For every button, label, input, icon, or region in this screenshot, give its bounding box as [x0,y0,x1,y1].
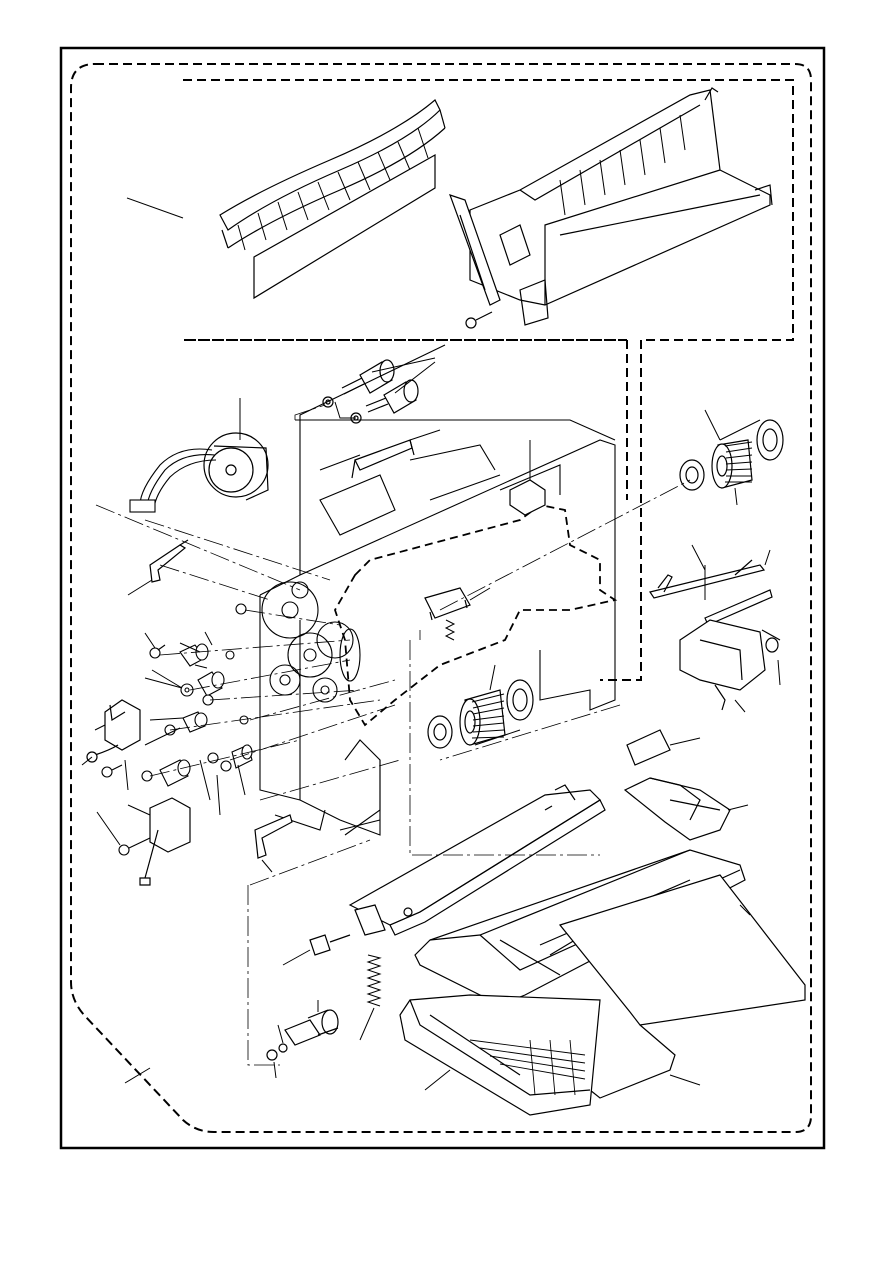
assembly-dashed-boundary [70,63,812,1133]
document-feeder-tray [348,784,606,936]
motor-harness [129,448,217,513]
retainer-pin [266,934,351,1061]
gear-train [261,581,361,703]
upper-paper-guide-assembly [449,87,773,326]
chain-leader-lines [95,404,621,1066]
bottom-cover-tray [399,994,601,1116]
tray-extension-film [554,874,806,1099]
sensor-assembly [86,699,191,886]
sensor-screws [101,764,151,856]
roller-shaft-assembly [649,559,781,711]
motor-assembly [203,432,269,501]
hook-lever [149,539,189,583]
separation-pad [424,587,471,621]
guide-screw [465,311,493,329]
tray-lever [254,814,293,859]
feed-roller-assembly [427,679,534,749]
shaft-bracket [351,439,415,479]
pad-spring [444,619,456,641]
pick-up-rollers [679,419,784,491]
outer-frame [59,46,826,1150]
hinge-spring [366,954,382,1007]
discharge-guide [219,99,446,251]
ground-film [253,153,436,300]
upper-subassembly-dashed-box [183,79,794,681]
sheet-guide [626,729,671,766]
paper-stopper [623,777,731,841]
main-frame [259,344,616,836]
